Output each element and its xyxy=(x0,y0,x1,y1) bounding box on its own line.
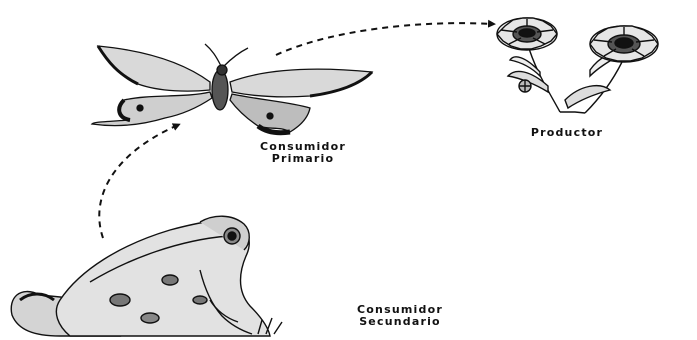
frog-illustration xyxy=(11,216,282,336)
label-consumidor-primario-line2: Primario xyxy=(248,153,358,165)
label-consumidor-secundario-line2: Secundario xyxy=(330,316,470,328)
flower-illustration xyxy=(497,18,658,113)
arrow-secundario-to-primario xyxy=(99,125,178,238)
label-productor-line1: Productor xyxy=(522,127,612,139)
label-consumidor-primario: Consumidor Primario xyxy=(248,141,358,165)
butterfly-illustration xyxy=(92,44,372,133)
label-consumidor-secundario: Consumidor Secundario xyxy=(330,304,470,328)
arrow-primario-to-productor xyxy=(276,23,493,55)
label-productor: Productor xyxy=(522,127,612,139)
